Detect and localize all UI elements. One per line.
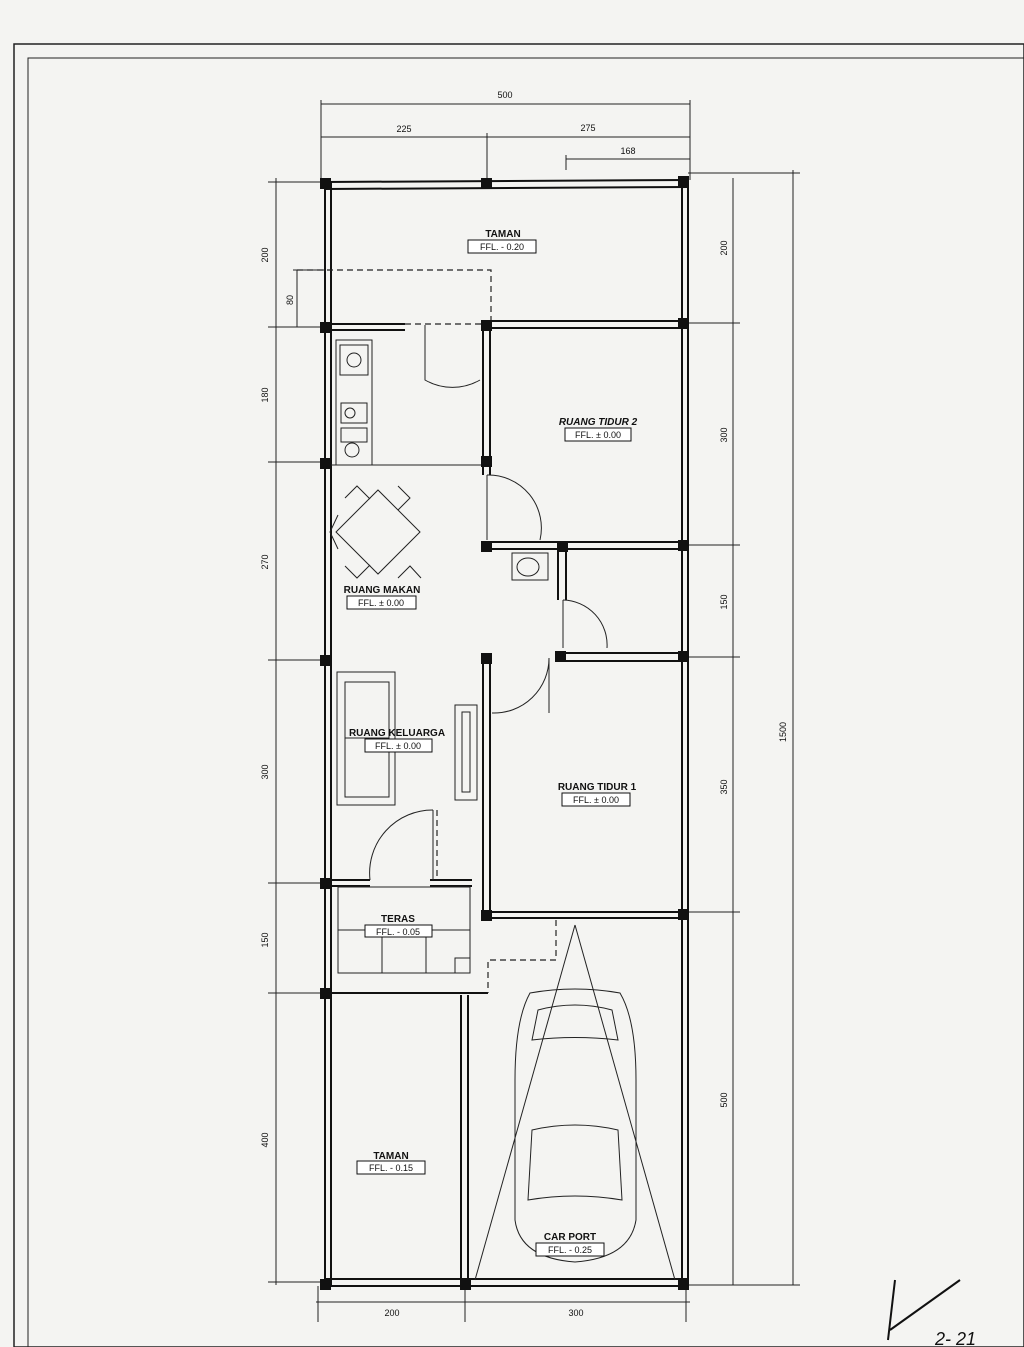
dim-right-2: 300	[719, 427, 729, 442]
room-terrace: TERAS FFL. - 0.05	[364, 914, 433, 938]
dim-right-5: 500	[719, 1092, 729, 1107]
room-family: RUANG KELUARGA FFL. ± 0.00	[349, 728, 445, 753]
room-ffl: FFL. ± 0.00	[358, 598, 404, 608]
room-taman-back: TAMAN FFL. - 0.20	[467, 229, 537, 254]
room-name: RUANG TIDUR 1	[558, 782, 637, 793]
main-door-swing	[369, 809, 434, 881]
room-ffl: FFL. - 0.25	[548, 1245, 592, 1255]
dim-left-1: 200	[260, 247, 270, 262]
room-name: CAR PORT	[544, 1232, 596, 1243]
dim-top-right: 275	[580, 123, 595, 133]
sheet-border	[13, 43, 1024, 1347]
dim-top-left: 225	[396, 124, 411, 134]
room-bedroom1: RUANG TIDUR 1 FFL. ± 0.00	[558, 782, 637, 807]
dim-right-4: 350	[719, 779, 729, 794]
sheet-inner-border	[27, 57, 1024, 1347]
room-carport: CAR PORT FFL. - 0.25	[535, 1232, 605, 1257]
dim-left-3: 180	[260, 387, 270, 402]
room-name: RUANG KELUARGA	[349, 728, 445, 739]
car	[474, 924, 676, 1281]
dashed-outlines	[297, 269, 557, 993]
room-name: TERAS	[381, 914, 415, 925]
bathroom-sink	[511, 552, 549, 581]
dim-top-sub: 168	[620, 146, 635, 156]
room-name: TAMAN	[485, 229, 520, 240]
dim-left-6: 150	[260, 932, 270, 947]
room-dining: RUANG MAKAN FFL. ± 0.00	[344, 585, 421, 610]
bottom-dimensions: 200 300	[316, 1286, 690, 1322]
left-dimensions: 200 80 180 270 300 150 400	[260, 178, 325, 1285]
room-taman-front: TAMAN FFL. - 0.15	[356, 1151, 426, 1175]
dim-bottom-left: 200	[384, 1308, 399, 1318]
room-name: RUANG TIDUR 2	[559, 417, 638, 428]
room-name: RUANG MAKAN	[344, 585, 421, 596]
dining-table	[329, 485, 422, 579]
right-dimensions: 200 300 150 350 500 1500	[688, 170, 800, 1286]
walls	[324, 179, 689, 1287]
doors	[369, 325, 608, 881]
bathroom-door-swing	[562, 599, 608, 649]
dim-total-width: 500	[497, 90, 512, 100]
top-dimensions: 500 225 275 168	[320, 90, 691, 180]
dim-bottom-right: 300	[568, 1308, 583, 1318]
dim-right-1: 200	[719, 240, 729, 255]
room-ffl: FFL. ± 0.00	[575, 430, 621, 440]
dim-total-length: 1500	[778, 722, 788, 742]
room-ffl: FFL. ± 0.00	[375, 741, 421, 751]
room-bedroom2: RUANG TIDUR 2 FFL. ± 0.00	[559, 417, 638, 442]
room-ffl: FFL. - 0.15	[369, 1163, 413, 1173]
dim-left-7: 400	[260, 1132, 270, 1147]
room-ffl: FFL. - 0.20	[480, 242, 524, 252]
dim-right-3: 150	[719, 594, 729, 609]
bedroom2-door-swing	[486, 474, 542, 541]
bedroom1-door-swing	[491, 657, 550, 714]
columns	[320, 176, 689, 1290]
room-ffl: FFL. - 0.05	[376, 927, 420, 937]
room-ffl: FFL. ± 0.00	[573, 795, 619, 805]
room-name: TAMAN	[373, 1151, 408, 1162]
dim-left-5: 300	[260, 764, 270, 779]
signature: 2- 21	[887, 1279, 976, 1347]
signature-text: 2- 21	[934, 1329, 976, 1347]
dim-left-2: 80	[285, 295, 295, 305]
kitchen-fixtures	[335, 339, 373, 466]
tv-cabinet	[454, 704, 478, 801]
dim-left-4: 270	[260, 554, 270, 569]
kitchen-door-swing	[424, 325, 481, 388]
